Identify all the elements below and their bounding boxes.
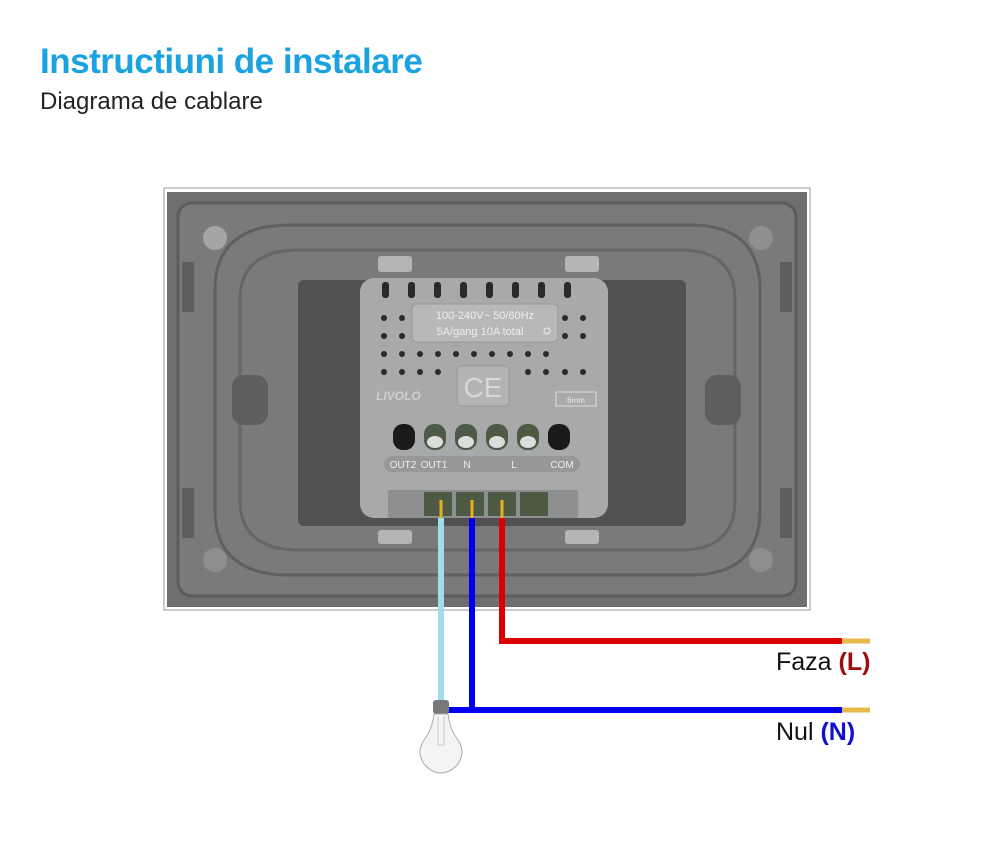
vent-hole <box>399 315 405 321</box>
vent-hole <box>507 351 513 357</box>
terminal-label-out1: OUT1 <box>421 460 448 471</box>
vent-hole <box>580 369 586 375</box>
terminal-label-n: N <box>463 460 470 471</box>
neutral-label-text: Nul <box>776 718 814 746</box>
rating-line2: 5A/gang 10A total <box>437 326 524 338</box>
terminal-label-com: COM <box>550 460 573 471</box>
vent-slot <box>486 282 493 298</box>
vent-hole <box>562 333 568 339</box>
vent-slot <box>408 282 415 298</box>
vent-hole <box>543 351 549 357</box>
phase-wire <box>499 518 842 644</box>
vent-hole <box>399 351 405 357</box>
vent-slot <box>512 282 519 298</box>
screw-hole <box>749 548 773 572</box>
vent-hole <box>381 315 387 321</box>
vent-slot <box>564 282 571 298</box>
vent-hole <box>381 333 387 339</box>
vent-hole <box>471 351 477 357</box>
vent-hole <box>435 351 441 357</box>
ce-mark: CE <box>464 372 503 403</box>
vent-slot <box>538 282 545 298</box>
neutral-code: (N) <box>820 718 856 746</box>
phase-code: (L) <box>838 648 871 676</box>
vent-hole <box>525 351 531 357</box>
vent-hole <box>489 351 495 357</box>
page-title: Instructiuni de instalare <box>40 42 423 81</box>
wires <box>438 500 870 713</box>
phase-label-text: Faza <box>776 648 832 676</box>
vent-hole <box>525 369 531 375</box>
vent-hole <box>417 369 423 375</box>
terminal-label-out2: OUT2 <box>390 460 417 471</box>
vent-slot <box>434 282 441 298</box>
vent-hole <box>381 351 387 357</box>
terminal-slot <box>393 424 415 450</box>
terminal-screw-icon <box>489 436 505 448</box>
neutral-label: Nul (N) <box>776 718 855 747</box>
vent-slot <box>460 282 467 298</box>
vent-hole <box>543 369 549 375</box>
screw-hole <box>749 226 773 250</box>
vent-hole <box>580 333 586 339</box>
vent-hole <box>580 315 586 321</box>
page-subtitle: Diagrama de cablare <box>40 88 263 115</box>
terminal-screw-icon <box>520 436 536 448</box>
vent-hole <box>399 369 405 375</box>
vent-hole <box>399 333 405 339</box>
vent-hole <box>417 351 423 357</box>
terminal-screw-icon <box>427 436 443 448</box>
vent-hole <box>453 351 459 357</box>
terminal-label-l: L <box>511 460 517 471</box>
vent-hole <box>435 369 441 375</box>
switch-module: 100-240V~ 50/60Hz 5A/gang 10A total CE L… <box>360 278 608 518</box>
light-bulb-icon <box>419 700 463 774</box>
strip-length-gauge: 6mm <box>567 396 585 405</box>
vent-slot <box>382 282 389 298</box>
vent-hole <box>562 369 568 375</box>
phase-label: Faza (L) <box>776 648 870 677</box>
vent-hole <box>562 315 568 321</box>
vent-hole <box>381 369 387 375</box>
rating-line1: 100-240V~ 50/60Hz <box>436 310 534 322</box>
brand-logo: LIVOLO <box>376 389 421 403</box>
indicator-light-icon <box>543 327 551 335</box>
screw-hole <box>203 548 227 572</box>
terminal-screw-icon <box>458 436 474 448</box>
screw-hole <box>203 226 227 250</box>
terminal-slot <box>548 424 570 450</box>
